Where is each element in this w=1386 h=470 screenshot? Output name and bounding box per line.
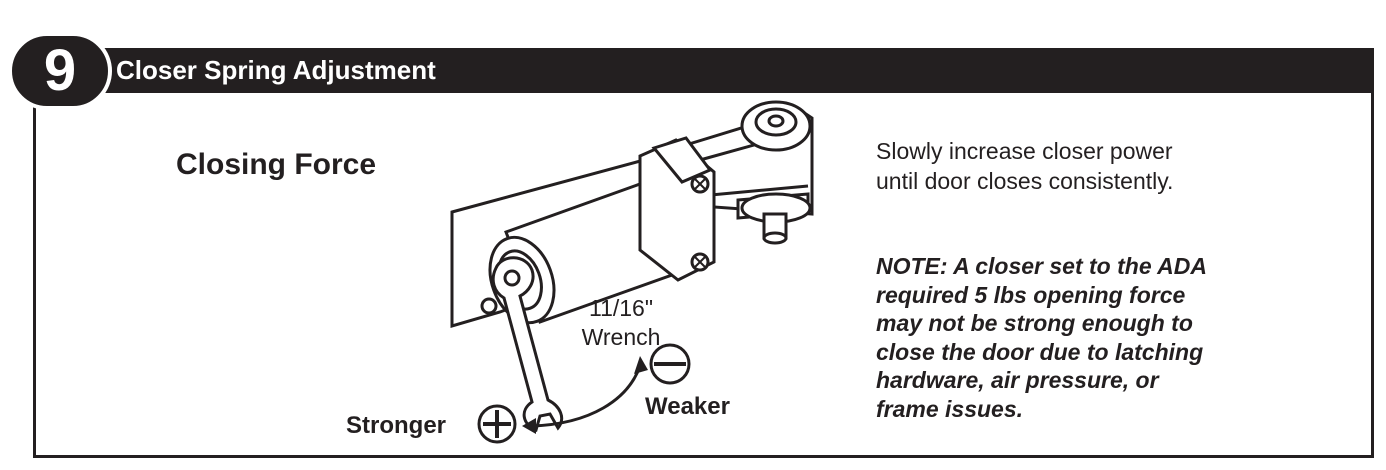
wrench-size-label: 11/16" Wrench xyxy=(556,294,686,352)
header-bar xyxy=(33,48,1374,93)
note-line: hardware, air pressure, or xyxy=(876,367,1159,393)
wrench-size-line: 11/16" xyxy=(588,295,653,321)
wrench-icon xyxy=(491,256,564,433)
note-line: NOTE: A closer set to the ADA xyxy=(876,253,1207,279)
instruction-line: Slowly increase closer power xyxy=(876,138,1173,164)
stronger-label: Stronger xyxy=(346,412,447,439)
weaker-label: Weaker xyxy=(645,393,730,420)
step-number: 9 xyxy=(43,38,77,103)
note-line: may not be strong enough to xyxy=(876,310,1193,336)
plus-icon xyxy=(477,404,517,444)
section-heading: Closing Force xyxy=(176,148,377,181)
note-line: close the door due to latching xyxy=(876,338,1204,365)
minus-icon xyxy=(649,343,691,385)
instruction-line: until door closes consistently. xyxy=(876,168,1174,194)
step-number-badge xyxy=(8,32,112,110)
instruction-text: Slowly increase closer power until door … xyxy=(876,136,1236,196)
note-text: NOTE: A closer set to the ADA required 5… xyxy=(876,252,1346,423)
wrench-name-line: Wrench xyxy=(581,324,661,350)
curved-double-arrow-icon xyxy=(522,356,648,434)
note-line: required 5 lbs opening force xyxy=(876,281,1186,308)
note-line: frame issues. xyxy=(876,395,1024,422)
step-title: Closer Spring Adjustment xyxy=(116,55,436,85)
